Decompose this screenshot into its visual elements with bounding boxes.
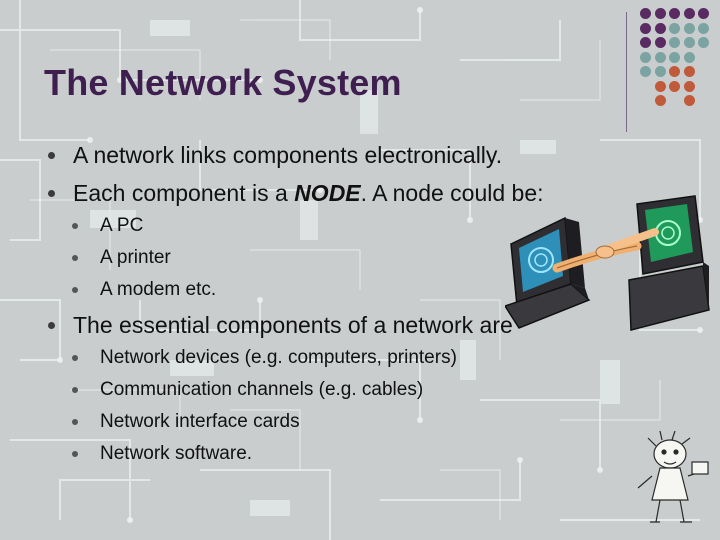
bullet-marker (72, 419, 78, 425)
bullet-marker (72, 287, 78, 293)
title-divider-line (626, 12, 627, 132)
decorative-dot (654, 95, 666, 106)
decorative-dot (683, 37, 695, 48)
sub-bullet-communication-channels: Communication channels (e.g. cables) (72, 379, 423, 401)
bullet-marker (48, 152, 55, 159)
decorative-dot (683, 8, 695, 19)
decorative-dot (683, 66, 695, 77)
sub-bullet-modem: A modem etc. (72, 279, 216, 301)
left-computer-icon (505, 216, 591, 329)
sub-bullet-printer: A printer (72, 247, 171, 269)
decorative-dot (683, 51, 695, 63)
decorative-dot (698, 8, 709, 19)
bullet-text: A PC (100, 215, 144, 236)
bullet-text: A modem etc. (100, 279, 217, 300)
node-emphasis: NODE (294, 180, 361, 206)
decorative-dot (640, 22, 651, 34)
sub-bullet-pc: A PC (72, 215, 143, 237)
slide-title: The Network System (44, 62, 402, 103)
right-computer-icon (628, 195, 710, 331)
decorative-dot (654, 22, 666, 34)
bullet-marker (48, 322, 55, 329)
decorative-dot (669, 8, 680, 19)
cartoon-sketch-figure (637, 430, 709, 523)
bullet-marker (72, 223, 78, 229)
decorative-dot (698, 37, 709, 48)
bullet-text-pre: Each component is a (73, 180, 295, 206)
bullet-marker (72, 451, 78, 457)
decorative-dot (669, 22, 680, 34)
computers-handshake-illustration (505, 195, 710, 331)
decorative-dot (654, 51, 666, 63)
bullet-marker (48, 190, 55, 197)
bullet-text: Network interface cards (100, 411, 300, 432)
bullet-network-links: A network links components electronicall… (48, 142, 502, 169)
bullet-text-post: . A node could be: (360, 180, 544, 206)
decorative-dot (683, 22, 695, 34)
decorative-dot (669, 37, 680, 48)
decorative-dot (683, 80, 695, 92)
decorative-dot (640, 51, 651, 63)
bullet-marker (72, 387, 78, 393)
bullet-text: Network software. (100, 443, 253, 464)
decorative-dot (640, 37, 651, 48)
decorative-dot (640, 66, 651, 77)
bullet-text: A printer (100, 247, 171, 268)
decorative-dot (654, 66, 666, 77)
sub-bullet-interface-cards: Network interface cards (72, 411, 300, 433)
decorative-dot (654, 8, 666, 19)
decorative-dot (654, 80, 666, 92)
bullet-marker (72, 355, 78, 361)
bullet-text: Communication channels (e.g. cables) (100, 379, 424, 400)
bullet-essential-components: The essential components of a network ar… (48, 312, 513, 339)
decorative-dot (698, 22, 709, 34)
decorative-dot (683, 95, 695, 106)
decorative-dot (669, 80, 680, 92)
bullet-component-node: Each component is a NODE. A node could b… (48, 180, 544, 207)
decorative-dot (654, 37, 666, 48)
decorative-dot (669, 51, 680, 63)
sub-bullet-network-devices: Network devices (e.g. computers, printer… (72, 347, 457, 369)
bullet-text: The essential components of a network ar… (73, 312, 513, 338)
handshake-arms (552, 228, 659, 273)
bullet-marker (72, 255, 78, 261)
decorative-dot (669, 66, 680, 77)
decorative-dot (640, 8, 651, 19)
bullet-text: A network links components electronicall… (73, 142, 503, 168)
bullet-text: Each component is a NODE. A node could b… (73, 180, 544, 207)
sub-bullet-network-software: Network software. (72, 443, 252, 465)
bullet-text: Network devices (e.g. computers, printer… (100, 347, 457, 368)
